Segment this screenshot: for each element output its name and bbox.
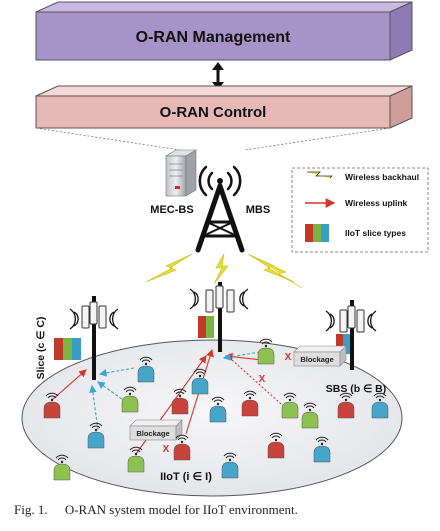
blockage-center-label: Blockage (136, 429, 169, 438)
iiot-device-3 (121, 386, 139, 413)
backhaul-bolt-center (213, 253, 229, 285)
legend-backhaul-bolt (307, 171, 333, 179)
iiot-device-14 (209, 396, 227, 423)
iiot-device-16 (337, 392, 355, 419)
iiot-device-7 (127, 446, 145, 473)
blockage-right-label: Blockage (300, 355, 333, 364)
legend-uplink-label: Wireless uplink (345, 198, 408, 208)
mbs-label: MBS (246, 204, 270, 216)
caption-label: Fig. 1. (14, 502, 48, 517)
iiot-device-13 (221, 452, 239, 479)
dashed-arrow-1 (98, 367, 135, 377)
dashed-arrow-4 (222, 351, 261, 361)
backhaul-links (145, 253, 303, 289)
iiot-device-10 (281, 392, 299, 419)
legend-backhaul-label: Wireless backhaul (345, 172, 419, 182)
iiot-device-12 (241, 390, 259, 417)
iiot-device-15 (313, 436, 331, 463)
backhaul-bolt-left (145, 253, 193, 283)
control-label: O-RAN Control (160, 104, 267, 121)
iiot-device-11 (267, 432, 285, 459)
caption-text: O-RAN system model for IIoT environment. (64, 502, 298, 517)
legend-slice-label: IIoT slice types (345, 228, 406, 238)
sbs-right-tower (325, 300, 377, 370)
mec-bs-label: MEC-BS (150, 204, 193, 216)
mbs-tower-icon (195, 165, 245, 253)
backhaul-bolt-right (247, 253, 295, 283)
iiot-device-5 (171, 388, 189, 415)
mec-server-icon (164, 149, 198, 197)
uplink-arrow-4 (224, 352, 263, 361)
iiot-device-9 (257, 338, 275, 365)
iiot-device-2 (137, 356, 155, 383)
oran-control-box: O-RAN Control (35, 85, 413, 129)
backhaul-bolt-right2 (255, 257, 303, 289)
projection-lines (35, 127, 391, 151)
legend: Wireless backhaul Wireless uplink IIoT s… (291, 167, 429, 253)
blockage-right: Blockage (293, 345, 347, 367)
sbs-label: SBS (b ∈ B) (326, 383, 386, 395)
iiot-device-19 (53, 454, 71, 481)
iiot-devices (43, 338, 389, 481)
dashed-arrow-3 (89, 384, 99, 431)
iiot-device-1 (43, 392, 61, 419)
iiot-device-17 (371, 392, 389, 419)
iiot-device-6 (191, 368, 209, 395)
iiot-label: IIoT (i ∈ I) (160, 471, 212, 483)
dashed-arrows (89, 351, 261, 431)
management-label: O-RAN Management (136, 29, 291, 46)
slice-label: Slice (c ∈ C) (35, 317, 47, 380)
blocked-mark-2: X (259, 374, 266, 385)
legend-slice-icon (305, 224, 329, 242)
blocked-mark-3: X (163, 444, 170, 455)
oran-management-box: O-RAN Management (35, 1, 413, 61)
figure-caption: Fig. 1. O-RAN system model for IIoT envi… (14, 502, 434, 518)
blocked-uplinks: X X X (163, 352, 292, 455)
blockage-center: Blockage (129, 419, 183, 441)
dashed-arrow-2 (97, 381, 127, 403)
sbs-left-tower (54, 296, 119, 380)
blocked-mark-1: X (285, 352, 292, 363)
iiot-device-18 (301, 402, 319, 429)
iiot-device-8 (173, 434, 191, 461)
iiot-device-4 (87, 422, 105, 449)
sbs-center-tower (189, 282, 249, 352)
